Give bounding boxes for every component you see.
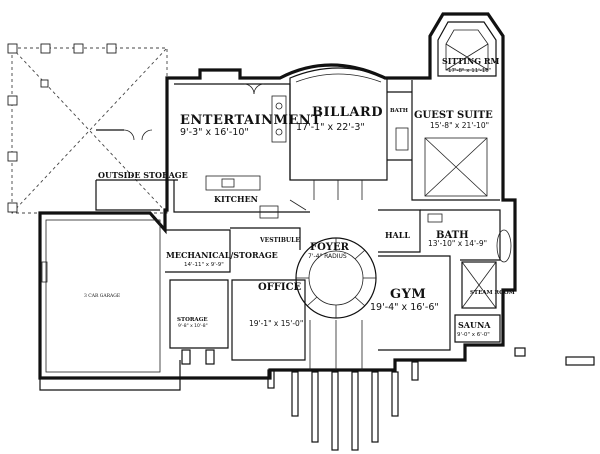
- sauna-label: SAUNA: [458, 320, 491, 330]
- guest-suite-label: GUEST SUITE: [414, 110, 493, 121]
- small-bath-label: BATH: [390, 108, 408, 114]
- sauna-dims: 9'-0" x 6'-0": [457, 332, 490, 338]
- gym: GYM 19'-4" x 16'-6": [370, 255, 451, 351]
- storage-label: STORAGE: [177, 317, 208, 323]
- billard-room: BILLARD 17'-1" x 22'-3": [289, 67, 388, 200]
- entertainment-dims: 9'-3" x 16'-10": [180, 127, 249, 138]
- steam-room-label: STEAM ROOM: [470, 290, 515, 296]
- foyer-dims: 7'-4" RADIUS: [308, 253, 347, 260]
- small-bath: BATH: [387, 91, 412, 161]
- sitting-room-dims: 17'-8" x 11'-10": [448, 68, 491, 74]
- kitchen: KITCHEN: [173, 175, 310, 219]
- column-post: [7, 202, 18, 213]
- exterior-pad: [565, 356, 595, 366]
- kitchen-label: KITCHEN: [214, 194, 258, 204]
- foyer: FOYER 7'-4" RADIUS: [295, 237, 377, 370]
- foyer-label: FOYER: [310, 242, 350, 253]
- bath-dims: 13'-10" x 14'-9": [428, 239, 487, 248]
- storage: STORAGE 9'-8" x 10'-8": [169, 279, 229, 349]
- billard-label: BILLARD: [312, 105, 383, 120]
- column-post: [7, 95, 18, 106]
- exterior-step: [205, 349, 215, 365]
- sitting-room-label: SITTING RM: [442, 56, 499, 66]
- hall: HALL: [378, 209, 421, 253]
- column-post: [7, 43, 18, 54]
- entertainment-label: ENTERTAINMENT: [180, 113, 321, 128]
- hall-label: HALL: [385, 230, 410, 240]
- column-post: [40, 43, 51, 54]
- mechanical-label: MECHANICAL/STORAGE: [166, 250, 278, 260]
- mechanical-dims: 14'-11" x 9'-9": [184, 262, 224, 268]
- guest-suite: GUEST SUITE 15'-8" x 21'-10": [411, 80, 500, 201]
- column-post: [7, 151, 18, 162]
- guest-suite-dims: 15'-8" x 21'-10": [430, 121, 489, 130]
- sitting-room: SITTING RM 17'-8" x 11'-10": [437, 21, 499, 77]
- sauna: SAUNA 9'-0" x 6'-0": [454, 314, 501, 343]
- steam-room: STEAM ROOM: [461, 261, 515, 309]
- office: OFFICE 19'-1" x 15'-0": [231, 279, 306, 361]
- column-post: [106, 43, 117, 54]
- exterior-step: [514, 347, 526, 357]
- outside-storage: OUTSIDE STORAGE: [96, 129, 188, 180]
- column-post: [73, 43, 84, 54]
- garage-label: 3 CAR GARAGE: [84, 293, 120, 299]
- bath-label: BATH: [436, 230, 469, 241]
- garage: 3 CAR GARAGE: [41, 219, 161, 373]
- bath: BATH 13'-10" x 14'-9": [420, 209, 512, 263]
- vestibule: VESTIBULE: [230, 227, 301, 250]
- covered-patio: [7, 43, 168, 214]
- mechanical-storage: MECHANICAL/STORAGE 14'-11" x 9'-9": [165, 229, 278, 273]
- exterior-step: [181, 349, 191, 365]
- exterior-walls: [38, 12, 517, 391]
- column-post: [40, 79, 49, 88]
- entertainment-room: ENTERTAINMENT 9'-3" x 16'-10": [174, 83, 321, 180]
- front-entry-columns: [267, 361, 419, 451]
- vestibule-label: VESTIBULE: [259, 237, 300, 244]
- office-dims: 19'-1" x 15'-0": [249, 319, 303, 328]
- gym-label: GYM: [390, 287, 426, 302]
- office-label: OFFICE: [258, 282, 302, 293]
- gym-dims: 19'-4" x 16'-6": [370, 302, 439, 313]
- billard-dims: 17'-1" x 22'-3": [296, 122, 365, 133]
- storage-dims: 9'-8" x 10'-8": [178, 323, 208, 329]
- outside-storage-label: OUTSIDE STORAGE: [98, 170, 188, 180]
